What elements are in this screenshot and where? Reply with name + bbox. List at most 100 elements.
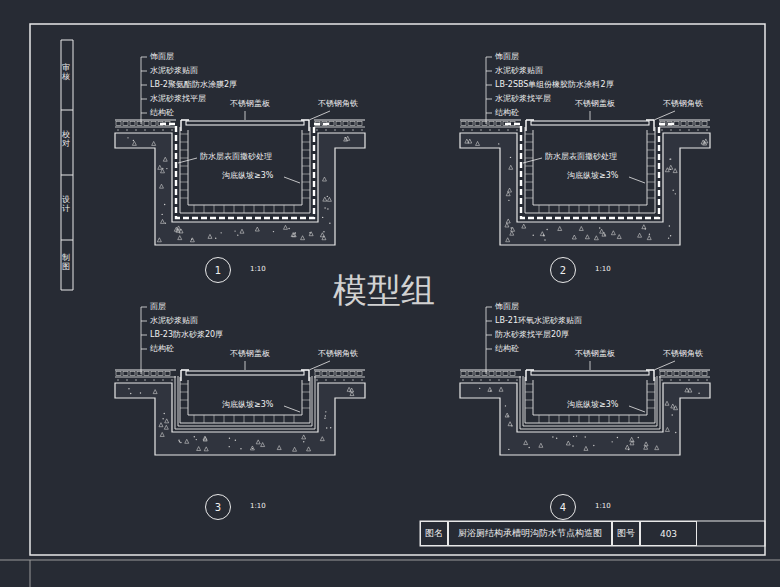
leader-line [141, 113, 147, 114]
tile [329, 122, 334, 126]
screed-dot [480, 129, 481, 130]
screed-dot [117, 379, 118, 380]
screed-dot [135, 129, 136, 130]
lining-joint [647, 190, 655, 191]
leader-line [284, 177, 300, 183]
concrete-hatch [675, 193, 676, 194]
mortar-layer [460, 127, 521, 128]
lining-joint [619, 415, 620, 423]
concrete-hatch [324, 418, 325, 419]
leader-line [629, 177, 645, 183]
screed-dot [462, 129, 463, 130]
concrete-hatch [665, 427, 669, 431]
screed-dot [162, 129, 163, 130]
lining-joint [647, 166, 655, 167]
detail-number-circle: 3 [205, 494, 231, 520]
concrete-hatch [498, 143, 499, 144]
screed-dot [316, 129, 317, 130]
leader-line [309, 361, 330, 370]
concrete-hatch [508, 449, 509, 450]
concrete-hatch [649, 234, 650, 235]
finish-layer [314, 369, 365, 370]
concrete-hatch [179, 441, 180, 442]
leader-line [486, 57, 492, 58]
lining-joint [589, 205, 590, 213]
concrete-hatch [479, 388, 480, 389]
concrete-hatch [235, 439, 236, 440]
leader-line [141, 85, 147, 86]
angle-iron [301, 370, 309, 381]
screed-dot [498, 129, 499, 130]
lining-joint [525, 142, 533, 143]
waterproof-mortar [175, 376, 315, 429]
concrete-hatch [177, 226, 181, 230]
screed-dot [706, 379, 707, 380]
concrete-hatch [630, 437, 634, 441]
screed-dot [688, 379, 689, 380]
lining-joint [569, 205, 570, 213]
lining-joint [302, 392, 310, 393]
tile [510, 372, 515, 376]
screed-dot [507, 379, 508, 380]
lining-joint [302, 166, 310, 167]
lining-joint [214, 205, 215, 213]
screed-dot [361, 379, 362, 380]
cover-plate [531, 121, 649, 125]
concrete-hatch [191, 239, 192, 240]
leader-line [590, 111, 591, 120]
concrete-hatch [522, 224, 526, 228]
lining-outer [180, 377, 310, 423]
lining-joint [525, 198, 533, 199]
annotation-label: 水泥砂浆贴面 [150, 316, 198, 326]
concrete-hatch [256, 440, 260, 444]
lining-joint [302, 150, 310, 151]
leader-line [141, 99, 147, 100]
concrete-hatch [509, 165, 513, 169]
concrete-hatch [180, 442, 181, 443]
concrete-hatch [197, 447, 201, 451]
annotation-label: LB-21环氧水泥砂浆贴面 [495, 316, 582, 326]
screed-dot [153, 379, 154, 380]
lining-joint [244, 415, 245, 423]
concrete-hatch [505, 223, 509, 227]
leader-line [245, 361, 246, 370]
concrete-hatch [160, 219, 164, 223]
screed-dot [489, 379, 490, 380]
tile [496, 122, 501, 126]
mortar-layer [659, 127, 710, 128]
lining-outer [180, 127, 310, 213]
concrete-hatch [642, 225, 646, 229]
tile [695, 122, 700, 126]
tile [674, 122, 679, 126]
tile [123, 122, 128, 126]
lining-joint [264, 415, 265, 423]
screed-dot [661, 129, 662, 130]
angle-iron [646, 120, 654, 131]
lining-joint [525, 384, 533, 385]
lining-joint [194, 415, 195, 423]
annotation-label: 水泥砂浆找平层 [150, 94, 206, 104]
concrete-hatch [698, 393, 699, 394]
annotation-label: 不锈钢盖板 [230, 99, 270, 109]
lining-joint [204, 205, 205, 213]
leader-line [486, 349, 492, 350]
annotation-label: 水泥砂浆贴面 [150, 66, 198, 76]
concrete-hatch [499, 387, 503, 391]
lining-joint [180, 182, 188, 183]
concrete-hatch [165, 419, 169, 423]
lining-joint [214, 415, 215, 423]
title-block-text: 图号 [617, 527, 635, 540]
lining-joint [180, 190, 188, 191]
lining-joint [599, 415, 600, 423]
concrete-hatch [295, 232, 296, 233]
screed-dot [679, 379, 680, 380]
concrete-hatch [203, 436, 207, 440]
concrete-hatch [157, 238, 161, 242]
tile [688, 372, 693, 376]
annotation-label: 防水砂浆找平层20厚 [495, 330, 569, 340]
annotation-label: 结构砼 [495, 108, 519, 118]
screed-dot [489, 129, 490, 130]
structural-concrete [460, 133, 710, 245]
annotation-label: 不锈钢角铁 [663, 349, 703, 359]
annotation-label: 不锈钢角铁 [318, 99, 358, 109]
